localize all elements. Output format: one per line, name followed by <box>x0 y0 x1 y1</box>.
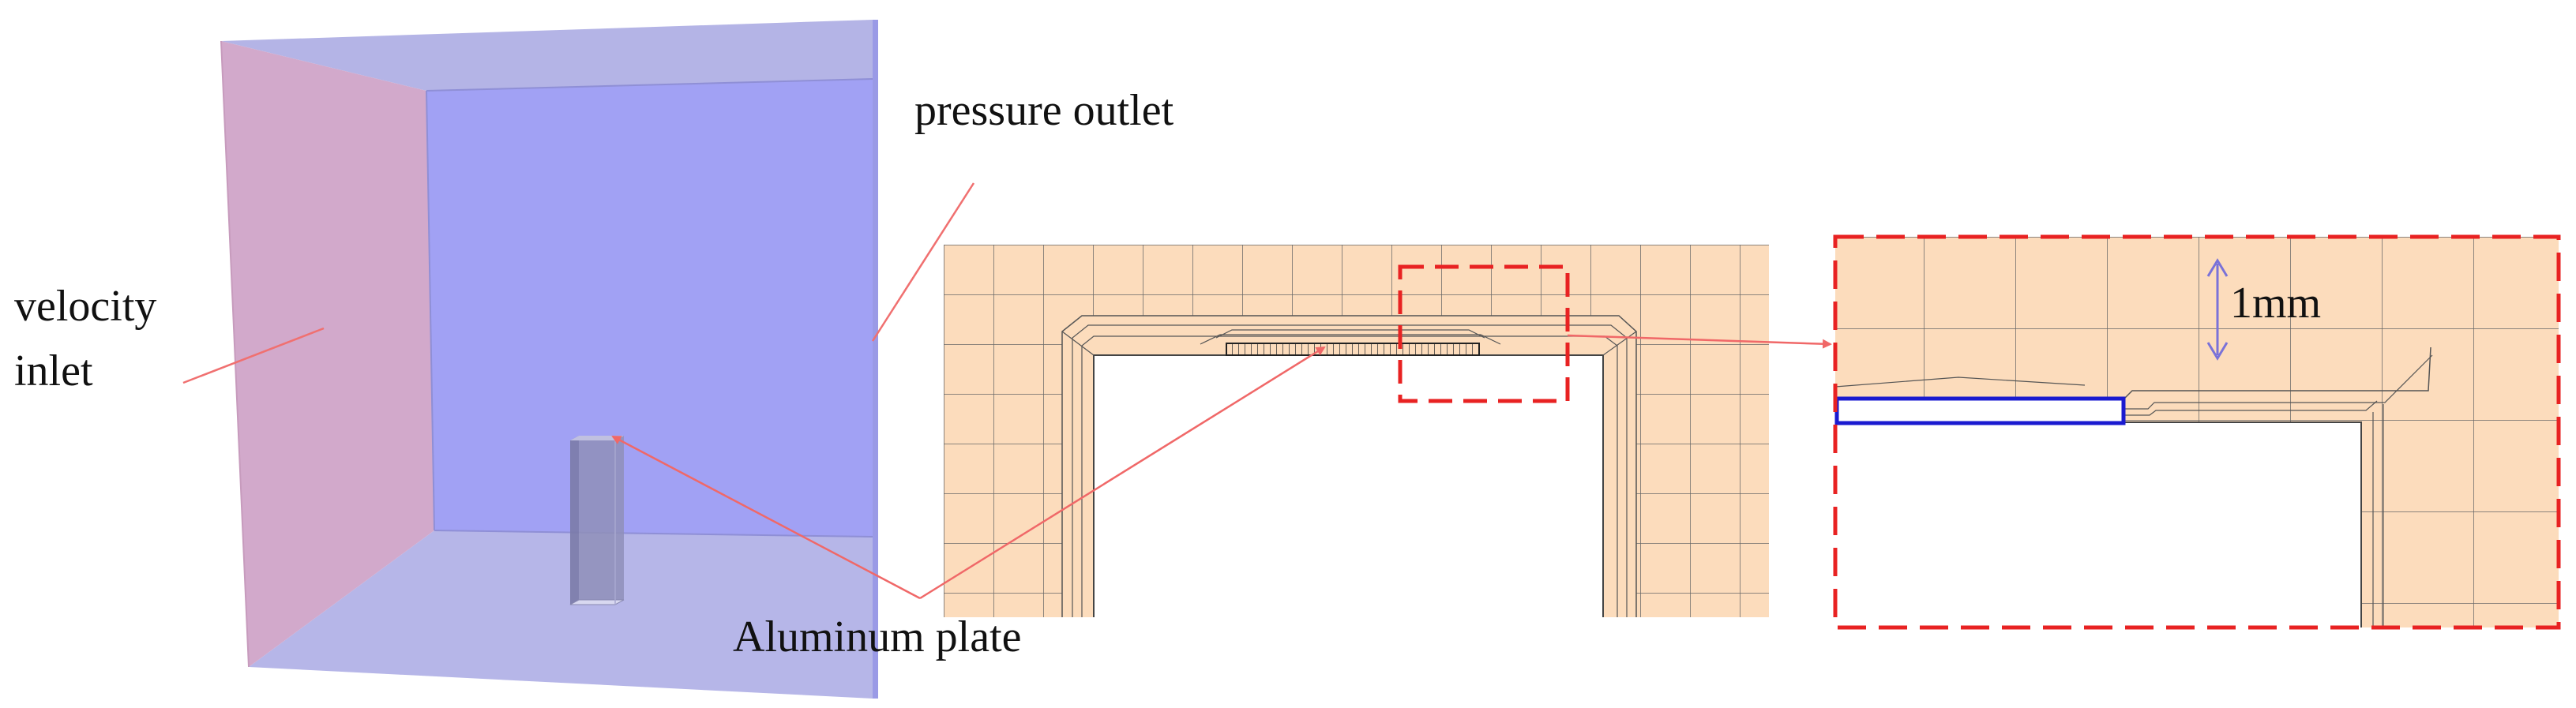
top-face <box>221 20 873 91</box>
pressure-outlet-label: pressure outlet <box>914 86 1174 135</box>
zoom-connector <box>1567 334 1832 349</box>
pressure-outlet-leader <box>871 182 975 342</box>
floor-face <box>249 530 873 699</box>
plate-leader-section <box>919 346 1326 600</box>
velocity-inlet-label-line1: velocity <box>14 282 156 331</box>
velocity-inlet-label-line2: inlet <box>14 347 93 395</box>
dimension-arrow <box>2206 258 2229 361</box>
detail-frame <box>1833 234 2561 630</box>
plate-leader-3d <box>611 435 921 600</box>
domain-edge <box>220 40 250 668</box>
domain-edge <box>426 90 435 531</box>
magnified-detail <box>1833 234 2561 630</box>
velocity-inlet-wall <box>221 41 434 667</box>
detail-interior <box>1835 425 2360 627</box>
zoom-box <box>1398 264 1570 403</box>
detail-mesh-grid <box>1835 237 2559 627</box>
aluminum-plate-label: Aluminum plate <box>733 612 1022 661</box>
right-wall-edge <box>873 20 878 699</box>
leader-lines <box>182 182 1832 600</box>
domain-edge <box>426 78 873 92</box>
aluminum-plate-outline <box>1834 396 2126 425</box>
back-wall <box>426 79 873 537</box>
aluminum-plate-section <box>1226 343 1480 356</box>
aluminum-plate-3d <box>569 436 625 605</box>
mesh-cross-section <box>944 245 1769 617</box>
dimension-label: 1mm <box>2230 279 2321 328</box>
velocity-inlet-leader <box>182 327 325 384</box>
domain-3d-view <box>220 20 878 699</box>
